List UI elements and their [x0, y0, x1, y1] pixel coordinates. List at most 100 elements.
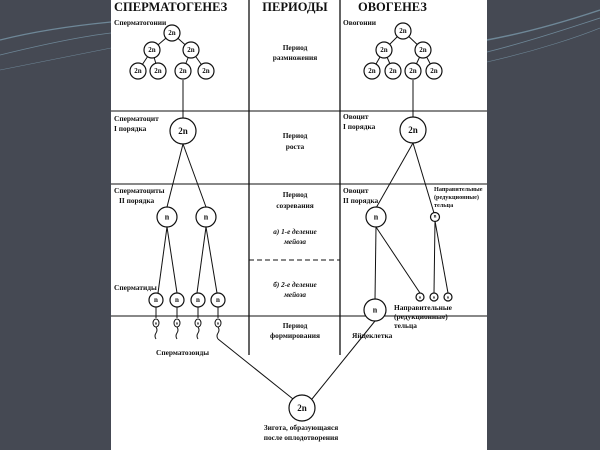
zygote-caption-line2: после оплодотворения [264, 433, 339, 442]
cell-zygote: 2n [288, 394, 316, 422]
svg-text:2n: 2n [399, 27, 407, 35]
period-reproduction-line1: Период [283, 43, 308, 52]
label-spermatozoa: Сперматозоиды [156, 348, 209, 357]
cell-oogonium: 2n [384, 62, 402, 80]
svg-text:2n: 2n [202, 67, 210, 75]
cell-egg: n [363, 298, 387, 322]
sperm-cell: n [194, 307, 202, 340]
svg-text:2n: 2n [134, 67, 142, 75]
sperm-cell: n [152, 307, 160, 340]
svg-text:2n: 2n [419, 46, 427, 54]
svg-text:n: n [155, 321, 158, 326]
svg-text:2n: 2n [179, 67, 187, 75]
svg-text:n: n [154, 296, 158, 304]
svg-text:n: n [165, 213, 170, 222]
cell-spermatid: n [169, 292, 185, 308]
cell-spermatid: n [190, 292, 206, 308]
cell-spermatogonium: 2n [149, 62, 167, 80]
svg-text:n: n [197, 321, 200, 326]
cell-oogonium: 2n [414, 41, 432, 59]
label-oogonia: Овогонии [343, 18, 377, 27]
period-growth-line1: Период [283, 131, 308, 140]
cell-spermatogonium: 2n [174, 62, 192, 80]
svg-text:n: n [447, 295, 450, 300]
period-growth-line2: роста [286, 142, 305, 151]
header-oogenesis: ОВОГЕНЕЗ [358, 0, 427, 14]
cell-oogonium: 2n [375, 41, 393, 59]
spermatocyte-branches [166, 143, 207, 208]
svg-text:n: n [196, 296, 200, 304]
cell-spermatogonium-root: 2n [163, 24, 181, 42]
label-oocyte1-line1: Овоцит [343, 112, 369, 121]
period-formation-line2: формирования [270, 331, 320, 340]
period-meiosis2-line2: мейоза [283, 290, 306, 299]
svg-text:n: n [433, 295, 436, 300]
label-spermatocyte2-line2: II порядка [119, 196, 155, 205]
svg-text:n: n [176, 321, 179, 326]
svg-text:n: n [374, 213, 379, 222]
svg-text:2n: 2n [408, 125, 418, 135]
cell-spermatocyte-2: n [195, 206, 217, 228]
svg-text:n: n [217, 321, 220, 326]
cell-oogonium: 2n [363, 62, 381, 80]
period-meiosis1-line2: мейоза [283, 237, 306, 246]
svg-text:2n: 2n [380, 46, 388, 54]
svg-text:n: n [175, 296, 179, 304]
svg-text:2n: 2n [368, 67, 376, 75]
cell-polar-body-1: n [429, 211, 441, 223]
period-maturation-line1: Период [283, 190, 308, 199]
cell-polar-body: n [415, 292, 425, 302]
svg-text:n: n [216, 296, 220, 304]
label-oocyte2-line1: Овоцит [343, 186, 369, 195]
svg-text:2n: 2n [148, 46, 156, 54]
cell-oocyte-1: 2n [399, 116, 427, 144]
label-spermatids: Сперматиды [114, 283, 157, 292]
zygote-caption-line1: Зигота, образующаяся [264, 423, 339, 432]
cell-spermatocyte-2: n [156, 206, 178, 228]
svg-text:n: n [204, 213, 209, 222]
label-polar-big-line3: тельца [394, 321, 417, 330]
svg-text:n: n [434, 215, 437, 220]
svg-text:2n: 2n [409, 67, 417, 75]
label-spermatogonia: Сперматогонии [114, 18, 167, 27]
fertilization-lines [217, 320, 376, 400]
oocyte-branches [375, 142, 435, 214]
cell-spermatogonium: 2n [129, 62, 147, 80]
svg-text:2n: 2n [178, 126, 188, 136]
svg-text:2n: 2n [430, 67, 438, 75]
period-reproduction-line2: размножения [273, 53, 318, 62]
cell-oogonium: 2n [425, 62, 443, 80]
label-polar-small-line1: Направительные [434, 186, 483, 193]
label-oocyte2-line2: II порядка [343, 196, 379, 205]
period-maturation-line2: созревания [276, 201, 314, 210]
cell-polar-body: n [429, 292, 439, 302]
svg-text:2n: 2n [187, 46, 195, 54]
svg-text:n: n [419, 295, 422, 300]
cell-oocyte-2: n [365, 206, 387, 228]
sperm-cell: n [214, 307, 222, 340]
period-formation-line1: Период [283, 321, 308, 330]
svg-text:2n: 2n [389, 67, 397, 75]
period-meiosis2-line1: б) 2-е деление [273, 281, 317, 289]
period-meiosis1-line1: а) 1-е деление [273, 228, 317, 236]
label-polar-small-line2: (редукционные) [434, 194, 479, 201]
cell-spermatocyte-1: 2n [169, 117, 197, 145]
cell-oogonium: 2n [404, 62, 422, 80]
diagram-sheet: СПЕРМАТОГЕНЕЗ ПЕРИОДЫ ОВОГЕНЕЗ Сперматог… [111, 0, 487, 450]
label-spermatocyte1-line1: Сперматоцит [114, 114, 159, 123]
sperm-cell: n [173, 307, 181, 340]
cell-polar-body: n [443, 292, 453, 302]
header-periods: ПЕРИОДЫ [262, 0, 328, 14]
svg-text:2n: 2n [154, 67, 162, 75]
decorative-swoosh-left [0, 21, 112, 71]
cell-oogonium-root: 2n [394, 22, 412, 40]
meiosis2-branches [374, 220, 449, 301]
label-spermatocyte1-line2: I порядка [114, 124, 147, 133]
cell-spermatogonium: 2n [197, 62, 215, 80]
cell-spermatid: n [148, 292, 164, 308]
header-spermatogenesis: СПЕРМАТОГЕНЕЗ [114, 0, 228, 14]
label-egg: Яйцеклетка [352, 331, 393, 340]
gametogenesis-diagram: СПЕРМАТОГЕНЕЗ ПЕРИОДЫ ОВОГЕНЕЗ Сперматог… [111, 0, 487, 442]
spermatid-branches [157, 226, 218, 294]
label-polar-big-line1: Направительные [394, 303, 453, 312]
